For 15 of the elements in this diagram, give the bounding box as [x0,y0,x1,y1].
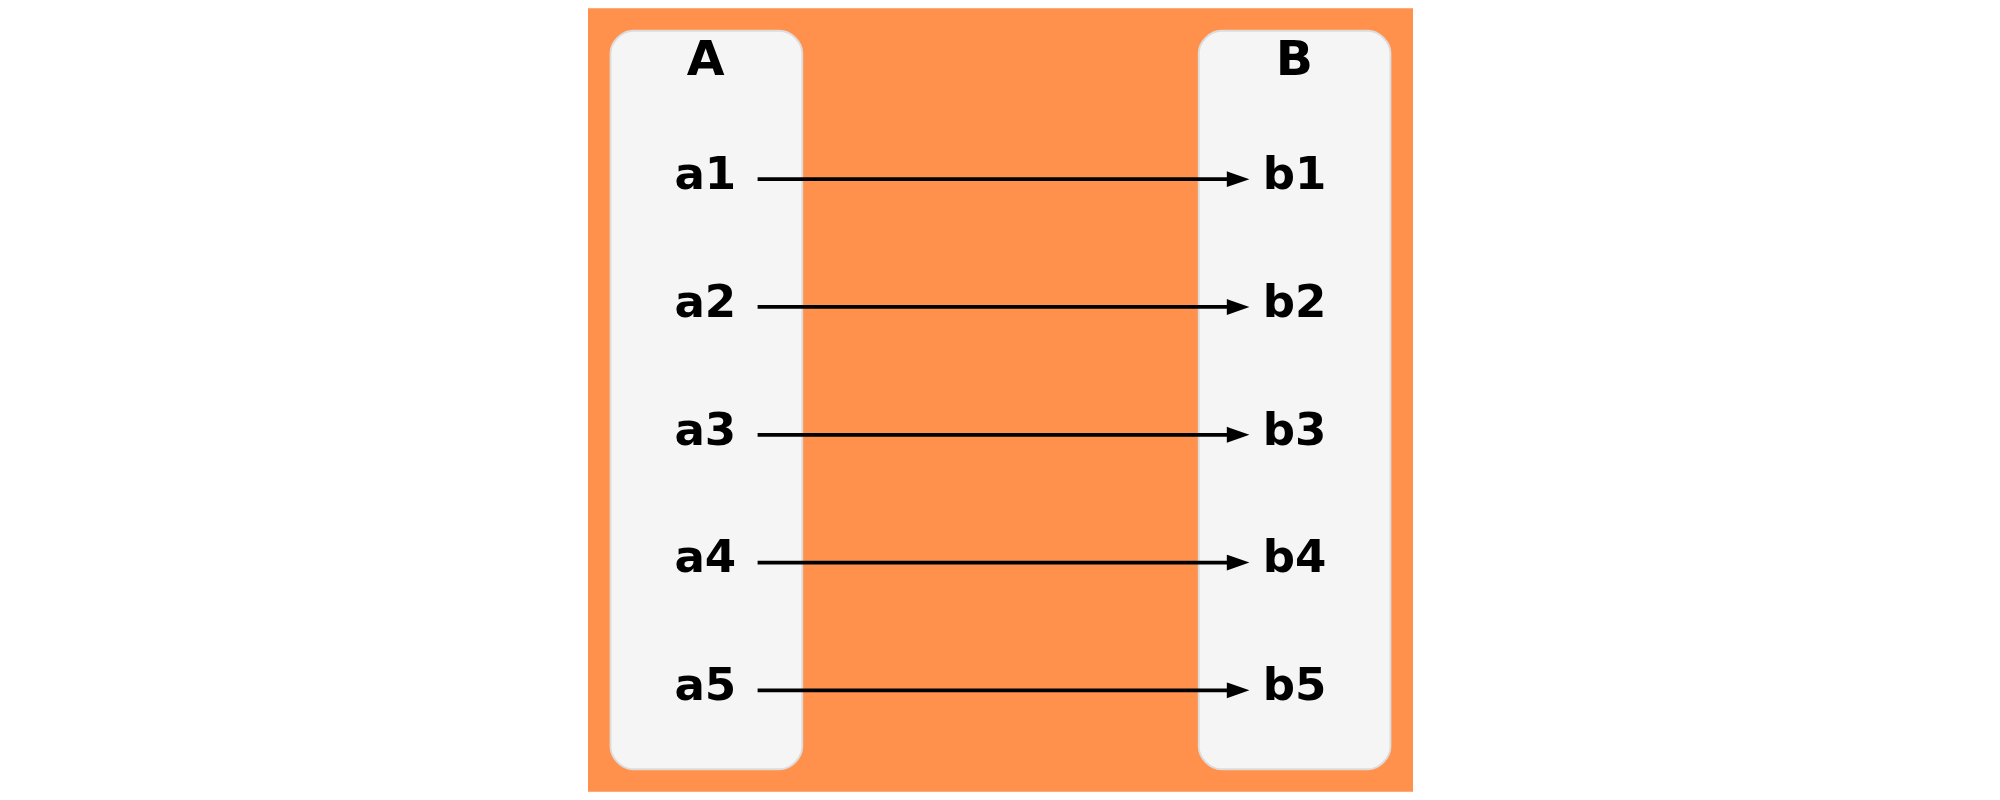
arrow [757,171,1249,188]
node-text: a3 [673,402,736,456]
node-text: b2 [1262,274,1326,328]
arrow [757,299,1249,315]
node-text: a4 [673,530,736,584]
node-text: b5 [1262,658,1326,712]
node-text: b1 [1262,146,1326,200]
arrow [757,554,1249,571]
arrow [757,426,1249,443]
node-text: b3 [1262,402,1326,456]
node-text: a1 [673,146,736,200]
arrow [757,682,1249,699]
node-text: b4 [1262,530,1326,584]
node-text: a2 [673,274,736,328]
node-text: a5 [673,658,736,712]
